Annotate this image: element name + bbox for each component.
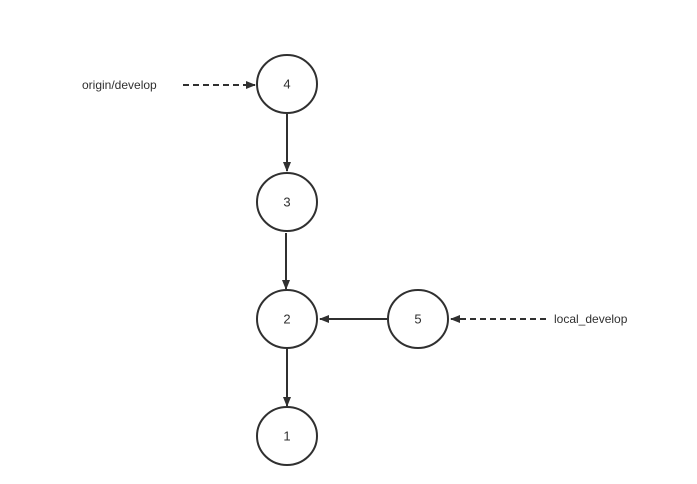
branch-label-origin-develop: origin/develop <box>82 78 157 92</box>
commit-node-1: 1 <box>256 406 318 466</box>
commit-circle <box>256 172 318 232</box>
commit-label: 4 <box>283 77 290 92</box>
commit-circle <box>256 54 318 114</box>
commit-node-4: 4 <box>256 54 318 114</box>
commit-node-5: 5 <box>387 289 449 349</box>
commit-circle <box>256 289 318 349</box>
commit-node-2: 2 <box>256 289 318 349</box>
branch-label-local-develop: local_develop <box>554 312 628 326</box>
commit-circle <box>387 289 449 349</box>
commit-label: 1 <box>283 429 290 444</box>
commit-label: 5 <box>414 312 421 327</box>
commit-label: 2 <box>283 312 290 327</box>
commit-label: 3 <box>283 195 290 210</box>
commit-circle <box>256 406 318 466</box>
commit-node-3: 3 <box>256 172 318 232</box>
